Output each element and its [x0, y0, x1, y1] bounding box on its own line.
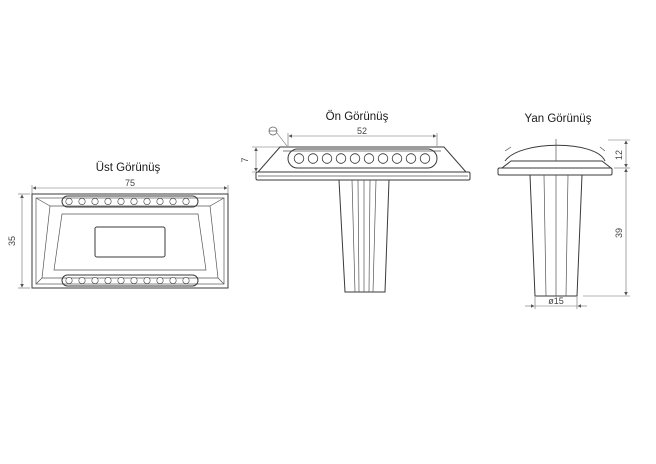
led-light [405, 153, 417, 164]
top-height-dimension: 35 [7, 193, 30, 289]
top-led-row-upper [65, 198, 190, 206]
side-height-top-dimension: 12 [608, 139, 630, 169]
side-diameter-label: ø15 [548, 296, 564, 306]
top-led-row-lower [65, 276, 190, 284]
led-light [130, 198, 138, 206]
led-light [182, 276, 190, 284]
led-light [117, 198, 125, 206]
front-led-strip [287, 148, 438, 169]
led-light [335, 153, 347, 164]
led-light [78, 198, 86, 206]
side-dome [500, 139, 613, 169]
top-inner-frame [41, 205, 219, 279]
side-view-title: Yan Görünüş [525, 113, 592, 125]
led-light [91, 198, 99, 206]
led-light [307, 153, 319, 164]
side-height-main-dimension: 39 [583, 168, 630, 297]
led-light [117, 276, 125, 284]
side-height-top-label: 12 [614, 150, 624, 160]
front-height-dimension: 7 [240, 146, 285, 173]
led-light [169, 198, 177, 206]
side-diameter-dimension: ø15 [525, 296, 587, 309]
led-light [156, 276, 164, 284]
led-light [130, 276, 138, 284]
led-light [78, 276, 86, 284]
front-view: Ön Görünüş 52 7 [240, 111, 471, 293]
front-led-row [293, 153, 431, 164]
front-width-dimension: 52 [287, 126, 438, 146]
top-outer-body [31, 193, 229, 289]
led-light [377, 153, 389, 164]
led-light [143, 198, 151, 206]
led-light [182, 198, 190, 206]
top-height-label: 35 [7, 236, 17, 246]
led-light [65, 198, 73, 206]
front-leader-mark [268, 126, 288, 147]
front-view-title: Ön Görünüş [326, 111, 389, 123]
led-light [293, 153, 305, 164]
led-light [143, 276, 151, 284]
led-light [65, 276, 73, 284]
led-light [419, 153, 431, 164]
top-led-strip-upper [61, 195, 199, 208]
led-light [156, 198, 164, 206]
front-stem [338, 179, 390, 293]
led-light [349, 153, 361, 164]
led-light [104, 198, 112, 206]
front-width-label: 52 [357, 126, 367, 136]
top-width-label: 75 [125, 178, 135, 188]
top-center-window [94, 226, 166, 258]
front-height-label: 7 [240, 157, 250, 162]
top-view-title: Üst Görünüş [96, 162, 161, 174]
side-base [497, 167, 613, 176]
top-view: Üst Görünüş 75 35 [7, 162, 229, 289]
side-height-main-label: 39 [614, 228, 624, 238]
led-light [321, 153, 333, 164]
led-light [391, 153, 403, 164]
led-light [363, 153, 375, 164]
side-view: Yan Görünüş 12 39 [497, 113, 630, 309]
side-stem [529, 174, 583, 297]
top-led-strip-lower [61, 274, 199, 287]
led-light [91, 276, 99, 284]
led-light [104, 276, 112, 284]
top-width-dimension: 75 [31, 178, 229, 195]
led-light [169, 276, 177, 284]
